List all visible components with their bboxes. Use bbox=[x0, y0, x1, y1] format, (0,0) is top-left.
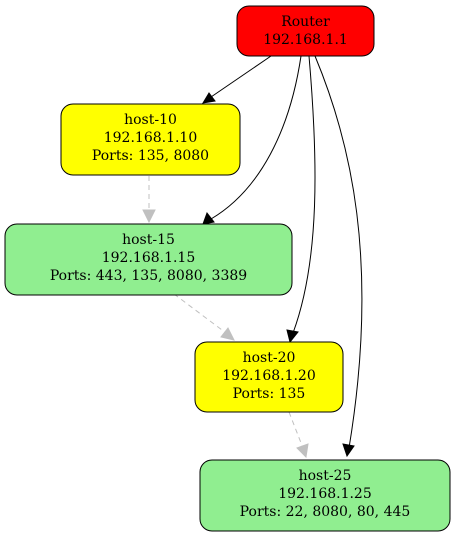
edge-host15-host20-arrowhead bbox=[220, 327, 235, 341]
node-host-25-box bbox=[199, 459, 451, 532]
edge-router-host15-arrowhead bbox=[202, 211, 215, 225]
edge-router-host20 bbox=[292, 55, 316, 334]
edge-router-host10 bbox=[210, 55, 272, 98]
node-host-10-ip: 192.168.1.10 bbox=[104, 130, 198, 146]
node-host-25-ports: Ports: 22, 8080, 80, 445 bbox=[240, 504, 411, 520]
edge-router-host25 bbox=[314, 55, 363, 449]
node-host-20-ports: Ports: 135 bbox=[233, 386, 306, 402]
node-host-10-ports: Ports: 135, 8080 bbox=[92, 148, 209, 164]
edge-host15-host20 bbox=[173, 293, 227, 334]
edge-router-host20-arrowhead bbox=[286, 329, 299, 344]
node-router-ip: 192.168.1.1 bbox=[263, 32, 348, 48]
node-host-10[interactable]: host-10 192.168.1.10 Ports: 135, 8080 bbox=[60, 103, 241, 176]
node-host-20-box bbox=[194, 341, 344, 413]
edge-host10-host15-arrowhead bbox=[142, 209, 156, 224]
node-host-25-ip: 192.168.1.25 bbox=[278, 486, 372, 502]
node-host-20-name: host-20 bbox=[243, 350, 296, 366]
node-host-15[interactable]: host-15 192.168.1.15 Ports: 443, 135, 80… bbox=[4, 223, 293, 296]
node-host-20[interactable]: host-20 192.168.1.20 Ports: 135 bbox=[194, 341, 344, 413]
node-host-10-box bbox=[60, 103, 241, 176]
node-host-20-ip: 192.168.1.20 bbox=[222, 368, 316, 384]
node-host-15-ip: 192.168.1.15 bbox=[102, 250, 196, 266]
node-router-name: Router bbox=[281, 14, 330, 30]
edge-router-host25-arrowhead bbox=[342, 443, 355, 458]
node-router[interactable]: Router 192.168.1.1 bbox=[236, 5, 375, 57]
node-router-box bbox=[236, 5, 375, 57]
node-host-15-name: host-15 bbox=[122, 232, 175, 248]
node-host-15-ports: Ports: 443, 135, 8080, 3389 bbox=[50, 268, 247, 284]
edge-router-host10-arrowhead bbox=[202, 92, 216, 104]
edge-host20-host25-arrowhead bbox=[296, 443, 309, 459]
edge-host20-host25 bbox=[288, 411, 304, 449]
edges bbox=[142, 55, 363, 459]
node-host-25[interactable]: host-25 192.168.1.25 Ports: 22, 8080, 80… bbox=[199, 459, 451, 532]
node-host-15-box bbox=[4, 223, 293, 296]
node-host-10-name: host-10 bbox=[124, 112, 177, 128]
node-host-25-name: host-25 bbox=[299, 468, 352, 484]
edge-router-host15 bbox=[210, 55, 302, 220]
